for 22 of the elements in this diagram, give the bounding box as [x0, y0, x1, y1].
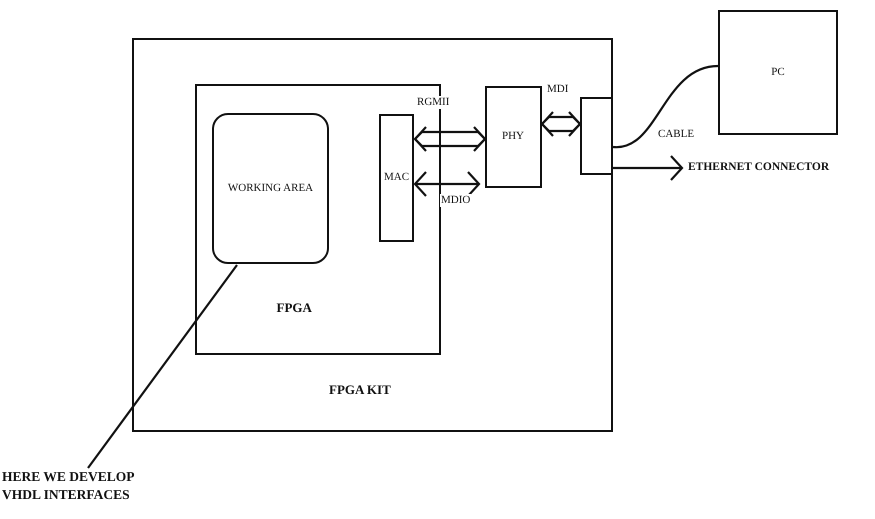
arrow — [613, 154, 684, 182]
pc-box — [718, 10, 838, 135]
phy-box — [484, 86, 542, 188]
note-text: HERE WE DEVELOP VHDL INTERFACES — [2, 468, 162, 504]
cable-line — [612, 64, 718, 148]
leader-line — [87, 264, 238, 469]
box-label: FPGA KIT — [329, 382, 391, 398]
connector-caption: ETHERNET CONNECTOR — [688, 160, 830, 175]
arrow — [414, 170, 480, 198]
arrow — [414, 126, 486, 152]
box-label: PC — [771, 66, 785, 80]
arrow — [540, 110, 582, 138]
connector-box — [580, 96, 612, 174]
edge-label: MDIO — [440, 194, 472, 208]
box-label: PHY — [502, 130, 524, 144]
edge-label: RGMII — [416, 96, 450, 110]
box-label: FPGA — [276, 300, 312, 316]
mac-box — [379, 114, 414, 242]
working-area-box — [212, 113, 329, 264]
box-label: MAC — [384, 171, 410, 185]
box-label: WORKING AREA — [228, 182, 314, 196]
kit-box — [132, 38, 613, 432]
